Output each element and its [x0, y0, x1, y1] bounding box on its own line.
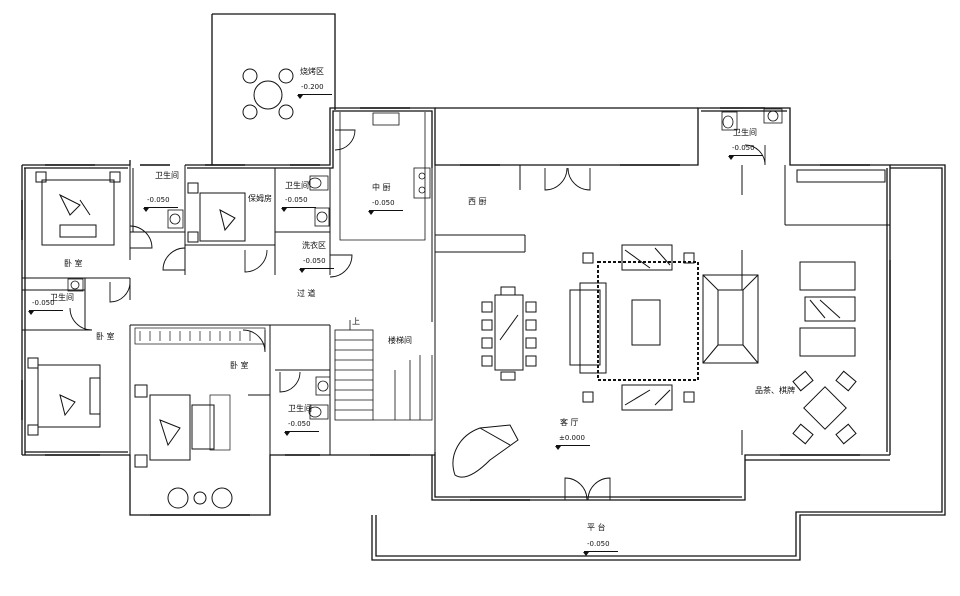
level-laundry: -0.050: [300, 257, 334, 269]
room-label-laundry: 洗衣区: [302, 241, 326, 250]
tea-table: [792, 370, 857, 445]
bed-nanny: [187, 182, 246, 243]
lounge-chairs: [796, 169, 886, 357]
room-label-bedroom-main: 卧 室: [230, 361, 249, 370]
room-label-bedroom-top: 卧 室: [64, 259, 83, 268]
dining-table: [481, 286, 537, 381]
level-bath-left: -0.050: [29, 299, 63, 311]
sofa-set: [569, 244, 699, 411]
fireplace: [702, 274, 759, 364]
level-chinese-kitchen: -0.050: [369, 199, 403, 211]
piano: [452, 424, 519, 478]
level-bbq: -0.200: [298, 83, 332, 95]
room-label-terrace: 平 台: [587, 523, 606, 532]
level-bath-mid: -0.050: [282, 196, 316, 208]
tv-unit: [209, 394, 231, 451]
level-terrace: -0.050: [584, 540, 618, 552]
level-bath-bottom: -0.050: [285, 420, 319, 432]
room-label-bbq: 烧烤区: [300, 67, 324, 76]
room-label-chinese-kitchen: 中 厨: [372, 183, 391, 192]
room-label-bath-right-top: 卫生间: [733, 128, 757, 137]
stair: [334, 320, 433, 421]
sanitary-fixtures: [67, 108, 783, 420]
room-label-living: 客 厅: [560, 418, 579, 427]
windows: [21, 107, 891, 516]
room-label-bath-top: 卫生间: [155, 171, 179, 180]
stair-up-label: 上: [352, 317, 360, 326]
interior-walls: [22, 165, 890, 455]
room-label-bath-bottom: 卫生间: [288, 404, 312, 413]
doors: [69, 129, 766, 501]
bed-left: [27, 357, 101, 436]
room-label-nanny: 保姆房: [248, 194, 272, 203]
room-label-bath-mid: 卫生间: [285, 181, 309, 190]
room-label-western-kitchen: 西 厨: [468, 197, 487, 206]
bed-top: [35, 171, 121, 246]
armchairs: [167, 487, 233, 509]
room-label-corridor: 过 道: [297, 289, 316, 298]
wardrobe: [134, 327, 266, 345]
bed-main: [134, 384, 215, 468]
room-label-bath-left: 卫生间: [50, 293, 74, 302]
level-living: ±0.000: [556, 434, 590, 446]
room-label-stair: 楼梯间: [388, 336, 412, 345]
level-bath-top: -0.050: [144, 196, 178, 208]
room-label-tea: 品茶、棋牌: [755, 386, 795, 395]
room-label-bedroom-left: 卧 室: [96, 332, 115, 341]
bbq-table: [242, 68, 294, 120]
exterior-walls: [21, 13, 946, 561]
level-bath-right-top: -0.050: [729, 144, 763, 156]
